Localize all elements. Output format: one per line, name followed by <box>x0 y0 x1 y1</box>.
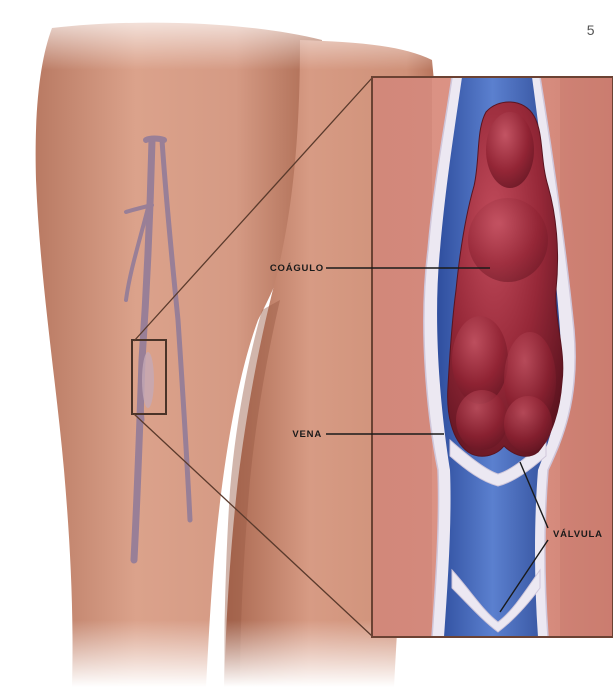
inset-panel <box>372 77 613 637</box>
label-clot: COÁGULO <box>270 263 324 274</box>
label-vein: VENA <box>292 429 322 440</box>
label-valve: VÁLVULA <box>553 529 603 540</box>
small-clot-hint <box>142 352 154 408</box>
page-number: 5 <box>587 22 595 38</box>
